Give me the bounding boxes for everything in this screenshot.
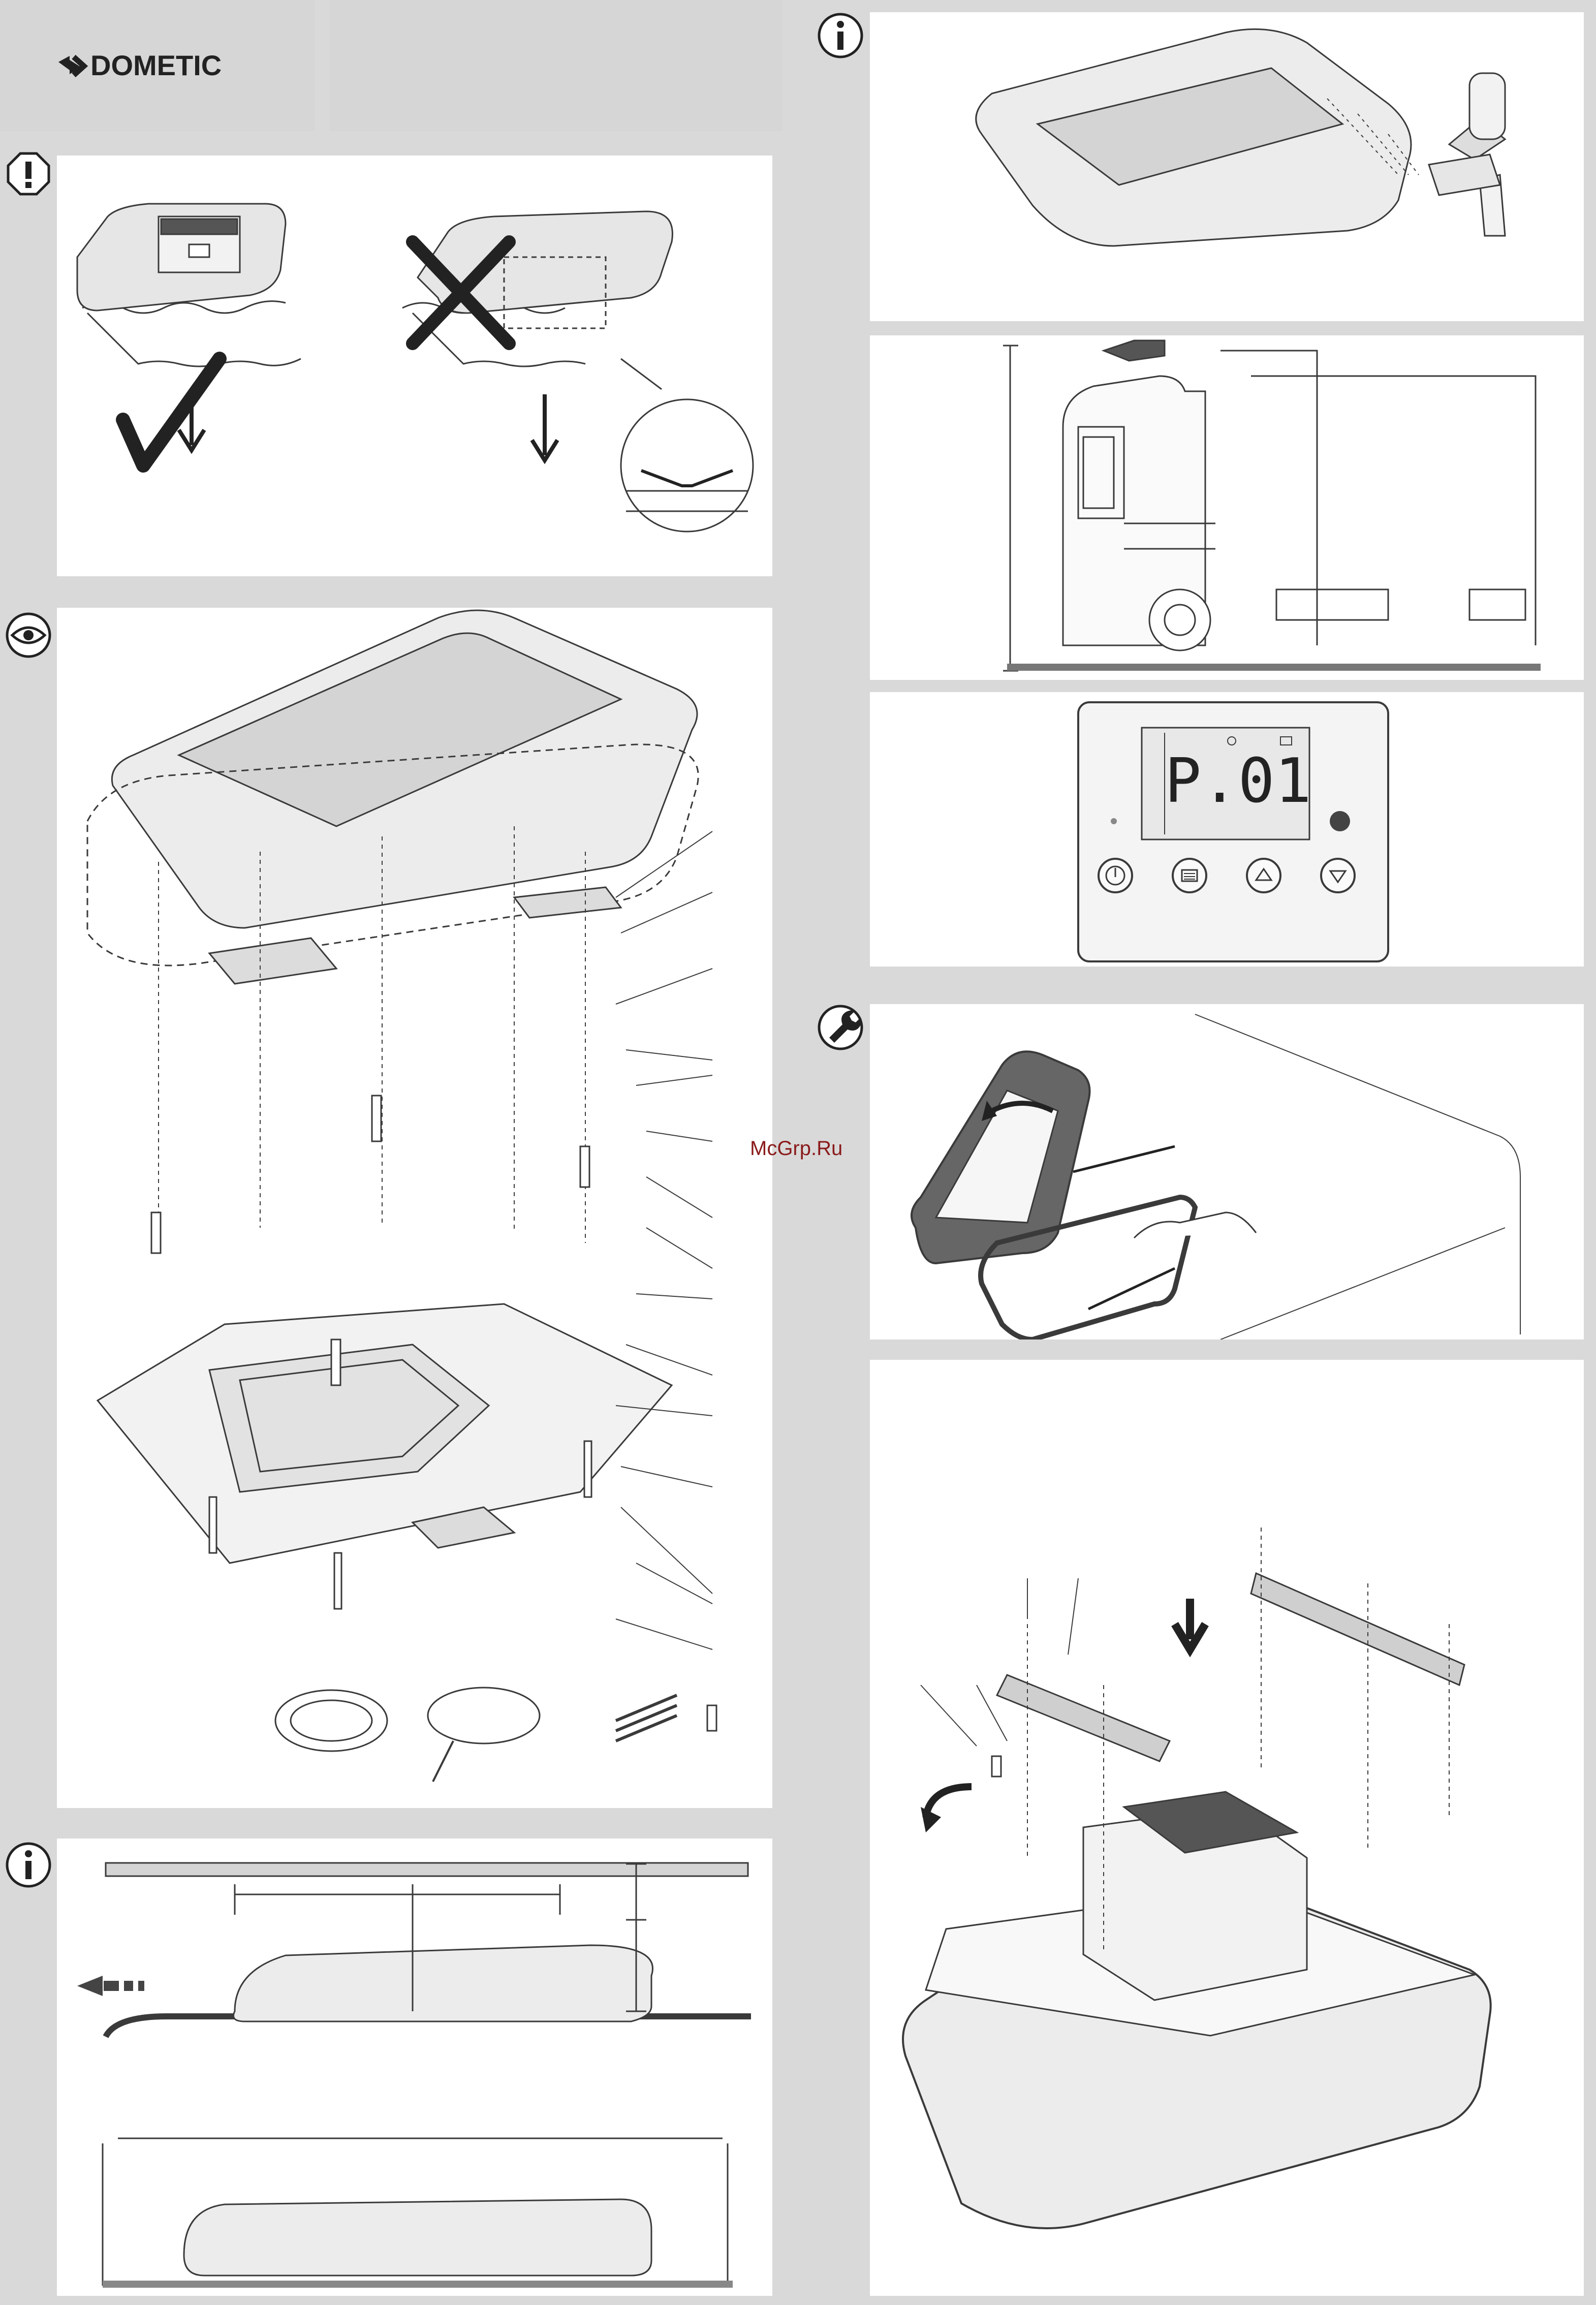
- vehicle-height-illustration: [870, 335, 1584, 680]
- panel-paint-spray: [870, 12, 1584, 321]
- menu-icon: [1174, 860, 1205, 891]
- triangle-up-icon: [1248, 860, 1279, 891]
- exclamation-icon: [5, 150, 52, 197]
- watermark: McGrp.Ru: [750, 1137, 842, 1160]
- header-blank: [329, 0, 783, 131]
- triangle-down-icon: [1322, 860, 1354, 891]
- dometic-logo: DOMETIC: [0, 0, 315, 131]
- bracket-mounting-illustration: [870, 1360, 1584, 2296]
- eye-icon: [5, 612, 52, 659]
- brand-header: DOMETIC: [0, 0, 315, 131]
- power-icon: [1100, 860, 1131, 891]
- down-button[interactable]: [1320, 858, 1356, 893]
- panel-exploded-view: [57, 608, 772, 1808]
- panel-clearance-dimensions: [57, 1839, 772, 2296]
- wrench-icon: [817, 1004, 864, 1051]
- clearance-illustration: [57, 1839, 772, 2296]
- panel-seal-cleaning: [870, 1004, 1584, 1340]
- panel-control-panel: P.01: [870, 692, 1584, 967]
- panel-warning-placement: [57, 155, 772, 576]
- power-button[interactable]: [1098, 858, 1133, 893]
- exploded-view-illustration: [57, 608, 772, 1808]
- control-panel-device: P.01: [870, 692, 1584, 967]
- panel-vehicle-height: [870, 335, 1584, 680]
- info-icon: [5, 1842, 52, 1888]
- panel-bracket-mounting: [870, 1360, 1584, 2296]
- seal-cleaning-illustration: [870, 1004, 1584, 1340]
- up-button[interactable]: [1246, 858, 1281, 893]
- brand-name: DOMETIC: [90, 49, 222, 81]
- info-icon-2: [817, 12, 864, 59]
- paint-spray-illustration: [870, 12, 1584, 321]
- menu-button[interactable]: [1172, 858, 1207, 893]
- warning-illustration: [57, 155, 772, 576]
- lcd-display-text: P.01: [1165, 746, 1311, 817]
